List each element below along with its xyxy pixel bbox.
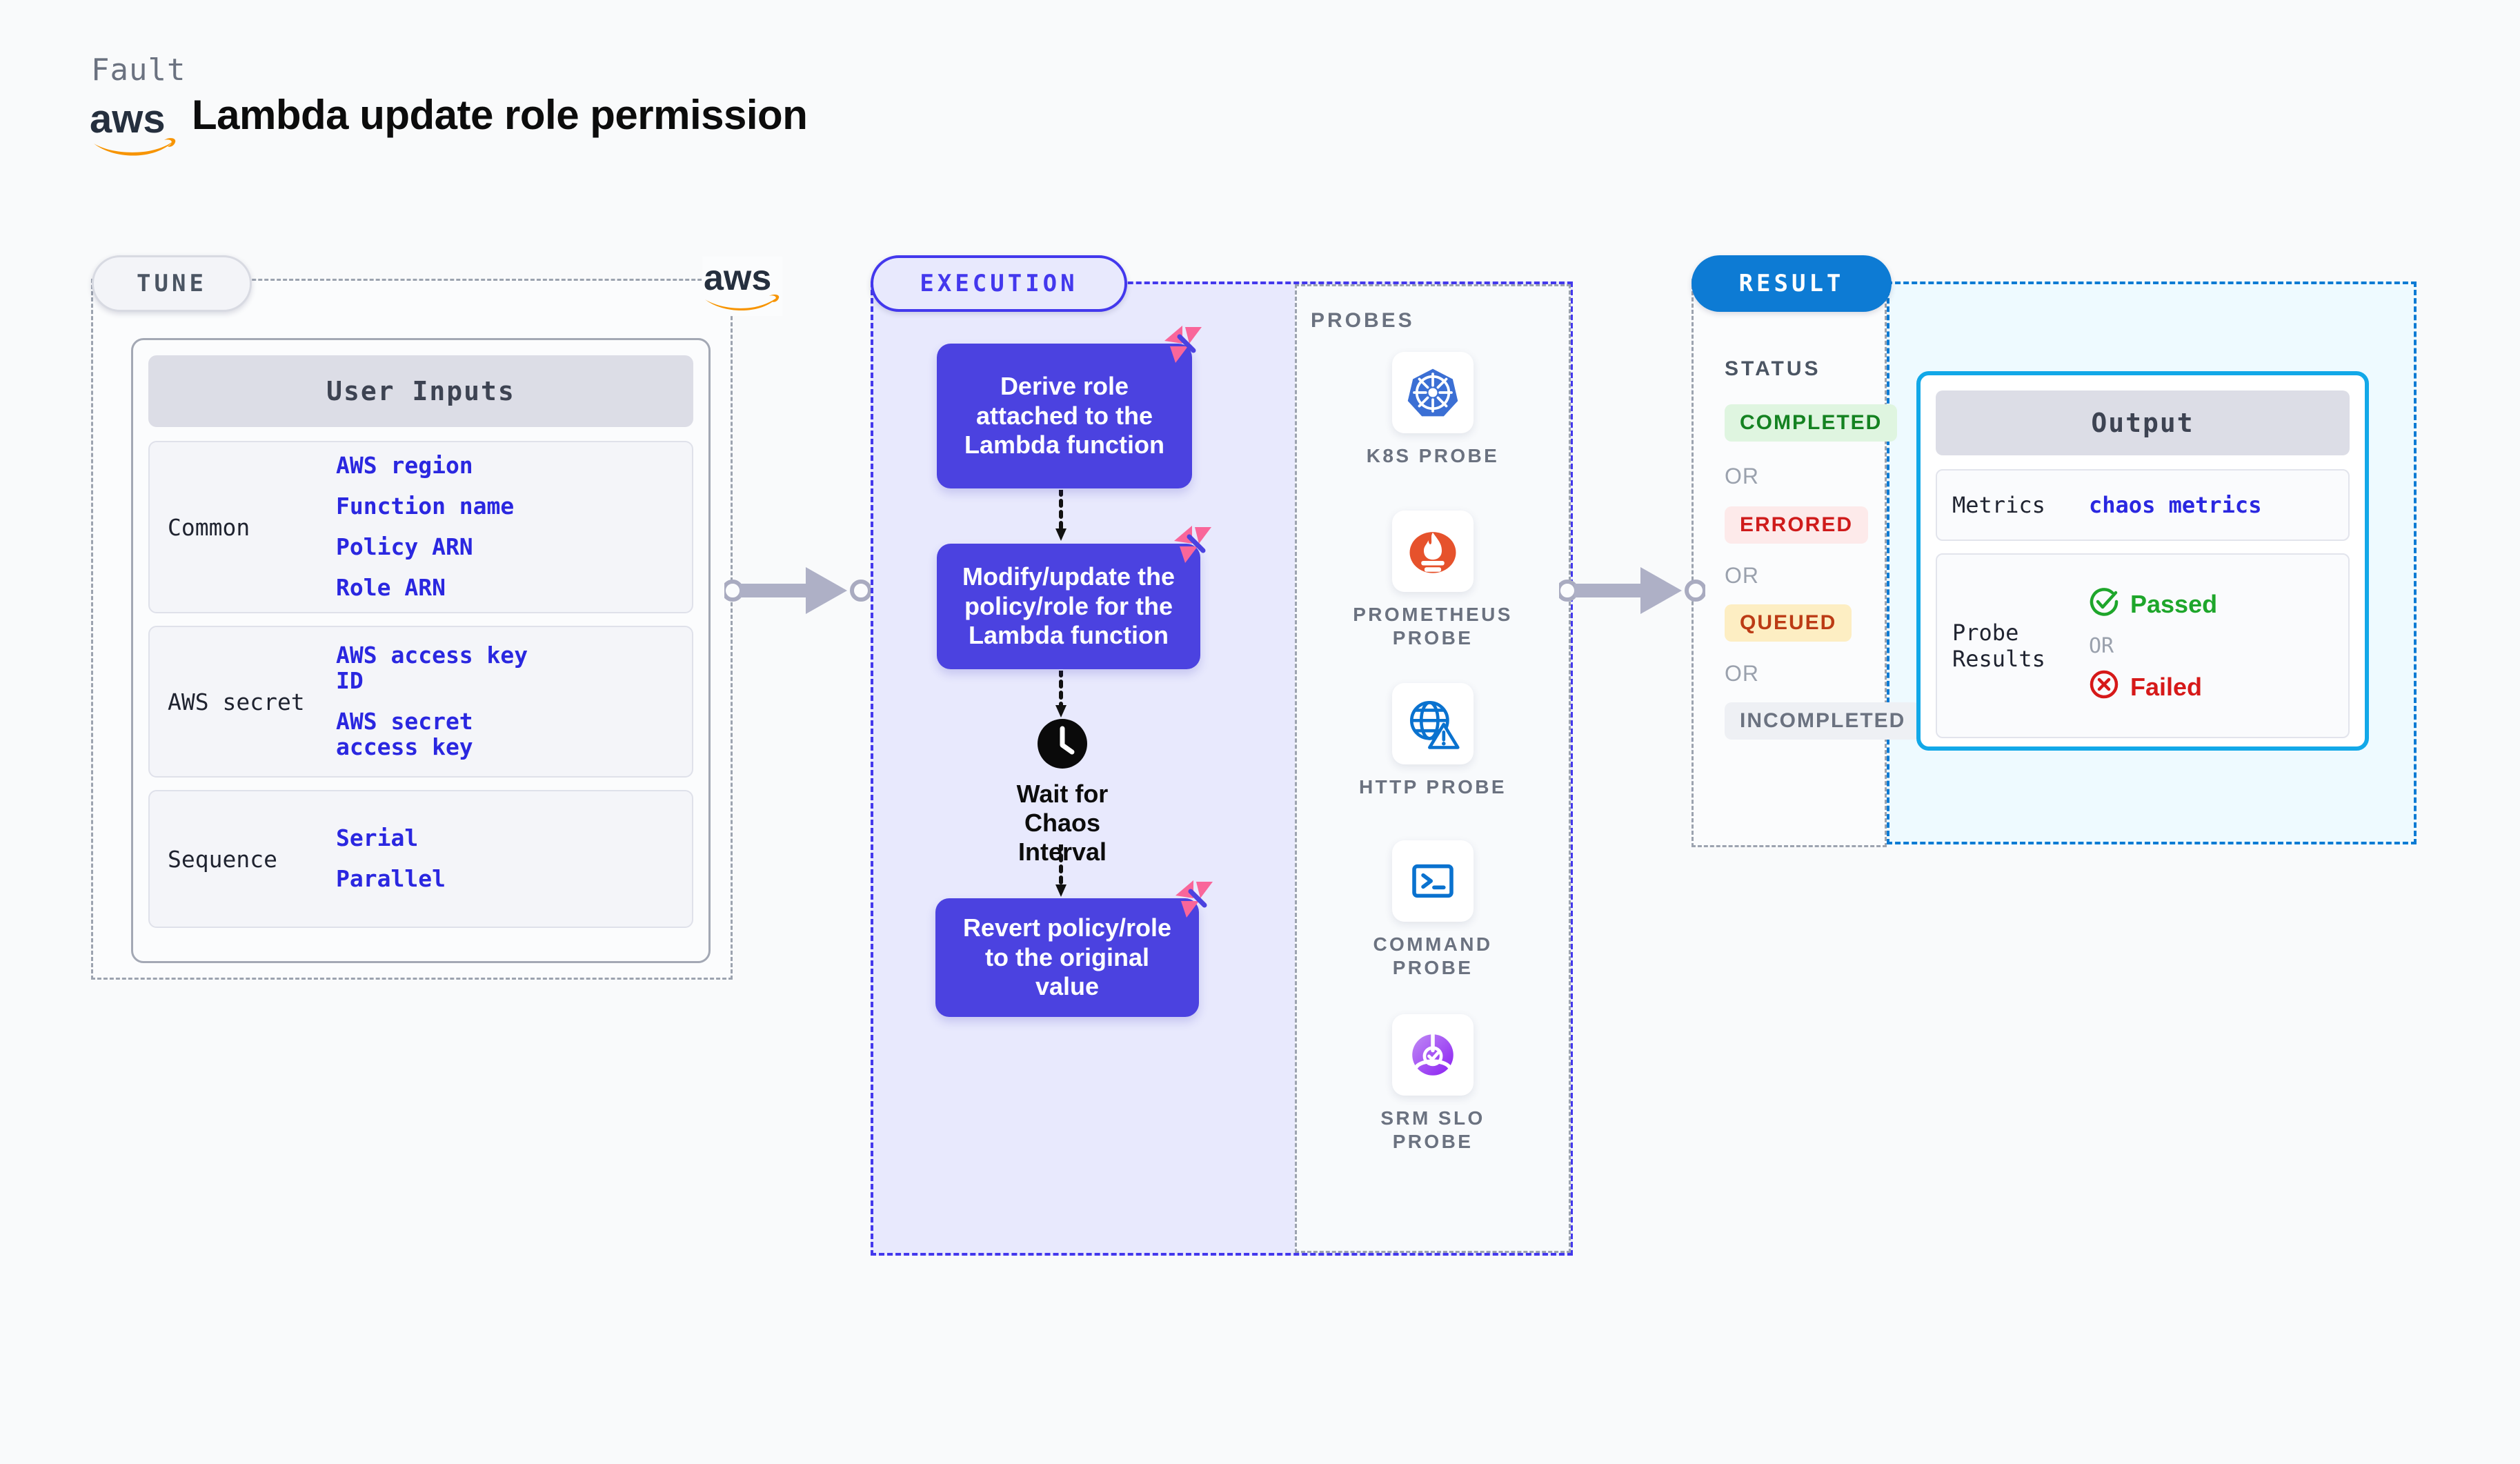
output-header: Output (1936, 390, 2350, 455)
probe-results-label: Probe Results (1952, 619, 2045, 672)
metrics-value[interactable]: chaos metrics (2089, 492, 2262, 518)
flow-arrow-icon (1054, 488, 1068, 548)
tune-value[interactable]: AWS access key ID (336, 642, 528, 695)
metrics-label: Metrics (1952, 491, 2045, 518)
terminal-icon (1392, 840, 1474, 922)
execution-badge[interactable]: EXECUTION (871, 255, 1127, 312)
litmus-logo-icon (1171, 523, 1214, 566)
user-inputs-title: User Inputs (326, 376, 515, 406)
arrow-right-icon (1556, 559, 1707, 626)
user-inputs-header: User Inputs (148, 355, 693, 427)
svg-text:aws: aws (704, 258, 771, 298)
probe-label: SRM SLO PROBE (1380, 1107, 1485, 1153)
probe-label: COMMAND PROBE (1373, 933, 1493, 979)
probe-item-srm-slo[interactable]: SRM SLO PROBE (1350, 1014, 1516, 1154)
status-or-label: OR (1725, 661, 1759, 686)
user-inputs-card: User Inputs Common AWS region Function n… (131, 338, 711, 963)
litmus-logo-icon (1162, 323, 1204, 366)
probe-or-label: OR (2089, 633, 2114, 658)
tune-group-sequence: Sequence Serial Parallel (148, 790, 693, 928)
probes-title: PROBES (1311, 309, 1415, 332)
execution-node[interactable]: Revert policy/role to the original value (935, 898, 1199, 1017)
litmus-logo-icon (1173, 878, 1216, 920)
tune-badge-label: TUNE (137, 270, 207, 297)
kubernetes-icon (1392, 352, 1474, 433)
result-badge[interactable]: RESULT (1691, 255, 1892, 312)
status-title: STATUS (1725, 357, 1821, 380)
output-card: Output Metrics chaos metrics Probe Resul… (1916, 371, 2369, 751)
tune-group-label: Sequence (168, 845, 277, 873)
tune-badge[interactable]: TUNE (92, 255, 252, 312)
tune-value[interactable]: Function name (336, 493, 515, 520)
output-row-metrics: Metrics chaos metrics (1936, 469, 2350, 541)
passed-label: Passed (2130, 590, 2218, 618)
probe-result-passed: Passed (2089, 586, 2217, 623)
status-badge-errored: ERRORED (1725, 506, 1869, 544)
page-kicker: Fault (91, 52, 186, 88)
tune-value[interactable]: Serial (336, 824, 419, 852)
probe-label: PROMETHEUS PROBE (1353, 604, 1513, 649)
wait-node-label: Wait for Chaos Interval (1016, 780, 1109, 867)
probe-result-failed: Failed (2089, 669, 2217, 706)
clock-icon (1036, 718, 1089, 770)
aws-logo-icon: aws (702, 257, 782, 316)
tune-value[interactable]: AWS region (336, 452, 473, 479)
status-or-label: OR (1725, 464, 1759, 488)
srm-slo-icon (1392, 1014, 1474, 1096)
wait-for-chaos-interval-node: Wait for Chaos Interval (1000, 718, 1124, 867)
aws-logo-icon: aws (90, 97, 179, 162)
execution-badge-label: EXECUTION (920, 270, 1078, 297)
probe-item-http[interactable]: HTTP PROBE (1350, 683, 1516, 799)
tune-value[interactable]: Policy ARN (336, 533, 473, 560)
output-row-probe-results: Probe Results Passed OR (1936, 553, 2350, 738)
result-badge-label: RESULT (1738, 270, 1845, 297)
probe-item-prometheus[interactable]: PROMETHEUS PROBE (1350, 511, 1516, 650)
output-title: Output (2091, 408, 2194, 438)
tune-value[interactable]: Role ARN (336, 573, 446, 601)
tune-group-label: Common (168, 513, 250, 541)
http-globe-warning-icon (1392, 683, 1474, 764)
failed-label: Failed (2130, 673, 2203, 701)
flow-arrow-icon (1054, 842, 1068, 904)
result-status-frame (1691, 279, 1887, 847)
prometheus-icon (1392, 511, 1474, 592)
status-badge-incompleted: INCOMPLETED (1725, 702, 1921, 740)
probe-label: HTTP PROBE (1359, 776, 1507, 798)
tune-group-common: Common AWS region Function name Policy A… (148, 441, 693, 613)
status-badge-completed: COMPLETED (1725, 404, 1898, 442)
tune-group-aws-secret: AWS secret AWS access key ID AWS secret … (148, 626, 693, 778)
status-badge-queued: QUEUED (1725, 604, 1852, 642)
probe-label: K8S PROBE (1366, 445, 1500, 466)
status-or-label: OR (1725, 563, 1759, 588)
svg-text:aws: aws (90, 97, 166, 141)
tune-group-label: AWS secret (168, 688, 305, 715)
probe-item-command[interactable]: COMMAND PROBE (1350, 840, 1516, 980)
probe-item-k8s[interactable]: K8S PROBE (1350, 352, 1516, 468)
arrow-right-icon (722, 559, 872, 626)
tune-value[interactable]: Parallel (336, 865, 446, 892)
execution-node[interactable]: Modify/update the policy/role for the La… (937, 544, 1200, 669)
check-circle-icon (2089, 586, 2119, 623)
flow-arrow-icon (1054, 669, 1068, 725)
tune-value[interactable]: AWS secret access key (336, 708, 473, 760)
page-title: Lambda update role permission (192, 92, 808, 138)
execution-node[interactable]: Derive role attached to the Lambda funct… (937, 344, 1192, 488)
x-circle-icon (2089, 669, 2119, 706)
